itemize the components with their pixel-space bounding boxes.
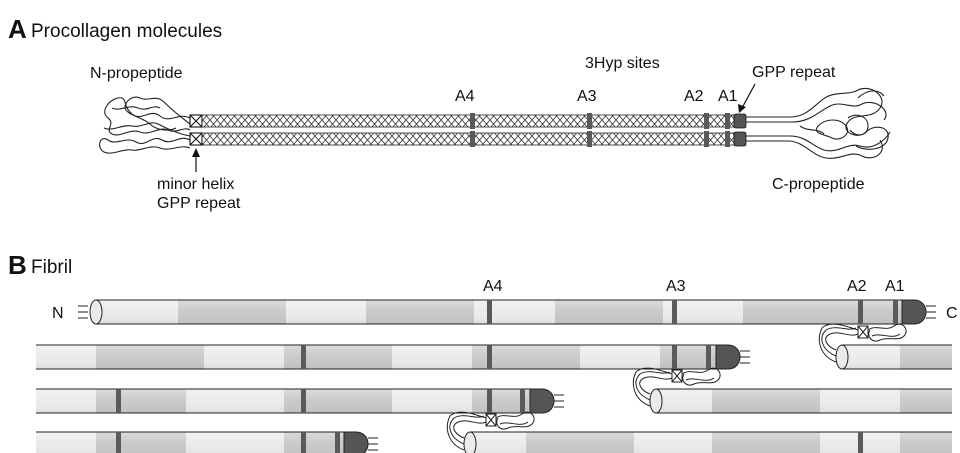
site-a2-marker-a [704, 113, 709, 129]
site-a3-label-a: A3 [577, 88, 597, 105]
c-terminus-label: C [946, 305, 958, 322]
c-propeptide-coil [746, 88, 891, 159]
site-a1-label-b: A1 [885, 278, 905, 295]
n-end-cap [89, 299, 103, 325]
c-end-cap [901, 299, 927, 325]
c-propeptide-label: C-propeptide [772, 176, 865, 193]
panel-b: B Fibril A4 A3 A2 A1 N C [8, 250, 958, 453]
site-a4-label-a: A4 [455, 88, 475, 105]
minor-helix-gpp [189, 114, 203, 146]
site-a3-label-b: A3 [666, 278, 686, 295]
n-propeptide-coil [99, 96, 191, 154]
gpp-repeat-arrow [738, 83, 756, 113]
site-a1-marker-a [725, 113, 730, 129]
n-propeptide-label: N-propeptide [90, 65, 183, 82]
gpp-repeat-label: GPP repeat [752, 64, 836, 81]
panel-a: A Procollagen molecules N-propeptide 3Hy… [8, 14, 891, 212]
fibril-row-2 [36, 323, 952, 370]
minor-helix-arrow [192, 148, 200, 172]
panel-b-title: Fibril [31, 257, 72, 278]
site-a3-marker-a [587, 113, 592, 129]
fibril-row-3 [36, 367, 952, 414]
triple-helix-body [201, 114, 735, 146]
site-a4-marker-a [470, 113, 475, 129]
panel-a-letter: A [8, 14, 27, 44]
n-terminus-label: N [52, 305, 64, 322]
panel-a-title: Procollagen molecules [31, 21, 222, 42]
minor-helix-label: minor helix [157, 176, 234, 193]
hyp-sites-label: 3Hyp sites [585, 55, 660, 72]
site-a4-label-b: A4 [483, 278, 503, 295]
fibril-row-4 [36, 411, 952, 453]
fibril-row-1 [78, 299, 936, 325]
panel-b-letter: B [8, 250, 27, 280]
minor-helix-gpp-label: GPP repeat [157, 195, 241, 212]
hyp-site-markers-a [470, 113, 730, 147]
site-a1-label-a: A1 [718, 88, 738, 105]
site-a2-label-b: A2 [847, 278, 867, 295]
c-gpp-repeat-block [733, 113, 747, 147]
site-a2-label-a: A2 [684, 88, 704, 105]
